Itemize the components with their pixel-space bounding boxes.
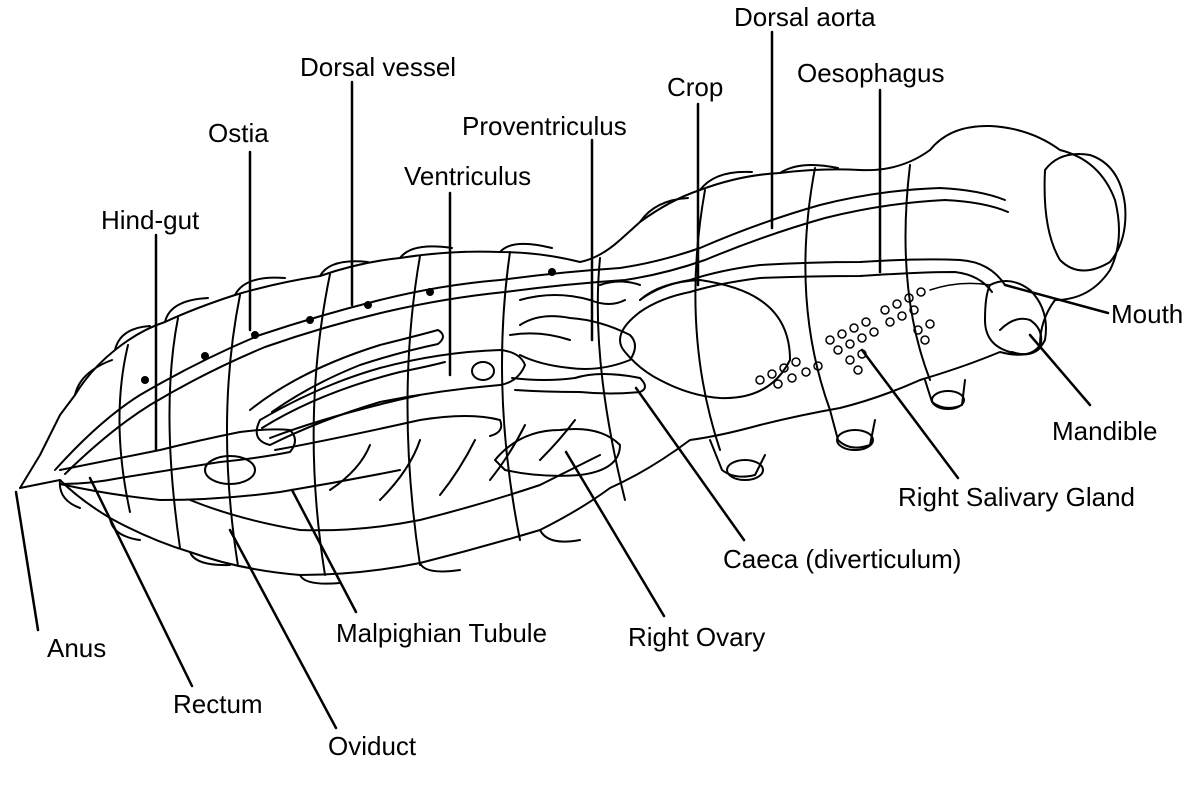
- label-dorsal-vessel: Dorsal vessel: [300, 52, 457, 82]
- hind-gut: [59, 428, 296, 485]
- ventriculus-lumen: [471, 361, 495, 381]
- ostium-7: [141, 376, 149, 384]
- leg-stub-1-end: [726, 459, 764, 481]
- ostium-5: [426, 288, 434, 296]
- label-malpighian-tubule: Malpighian Tubule: [336, 618, 548, 648]
- salivary-gland: [755, 282, 991, 389]
- ostium-1: [201, 352, 209, 360]
- label-mandible: Mandible: [1052, 416, 1158, 446]
- rectum-oviduct: [59, 454, 601, 532]
- ostium-2: [251, 331, 259, 339]
- ostium-4: [364, 301, 372, 309]
- proventriculus: [519, 315, 636, 370]
- dorsal-vessel-inner: [64, 199, 1009, 475]
- caeca: [509, 280, 646, 395]
- ovary: [494, 428, 621, 477]
- eye: [1043, 153, 1127, 272]
- label-dorsal-aorta: Dorsal aorta: [734, 2, 876, 32]
- mandible: [999, 317, 1043, 356]
- ostium-3: [306, 316, 314, 324]
- label-right-salivary-gland: Right Salivary Gland: [898, 482, 1135, 512]
- label-mouth: Mouth: [1111, 299, 1184, 329]
- label-rectum: Rectum: [173, 689, 263, 719]
- label-oviduct: Oviduct: [328, 731, 417, 761]
- ovary-lobe: [204, 455, 256, 485]
- label-oesophagus: Oesophagus: [797, 58, 945, 88]
- dorsal-segments: [74, 163, 839, 396]
- ostium-6: [548, 268, 556, 276]
- label-ventriculus: Ventriculus: [404, 161, 532, 191]
- malpighian-fans: [329, 419, 576, 501]
- label-anus: Anus: [47, 633, 107, 663]
- label-caeca: Caeca (diverticulum): [723, 544, 962, 574]
- head-outline: [929, 124, 1120, 357]
- leg-stub-1: [709, 439, 766, 478]
- ventriculus: [255, 349, 526, 446]
- leader-lines: [14, 30, 1110, 730]
- segment-bands: [118, 164, 931, 576]
- label-right-ovary: Right Ovary: [628, 622, 766, 652]
- label-proventriculus: Proventriculus: [462, 111, 627, 141]
- abdomen-lower-outline: [19, 355, 991, 576]
- ventral-segments: [58, 479, 581, 585]
- oesophagus-lower: [639, 271, 993, 313]
- malpighian-loops: [249, 329, 503, 451]
- label-ostia: Ostia: [208, 118, 269, 148]
- leg-stub-2-end: [836, 429, 874, 451]
- label-hind-gut: Hind-gut: [101, 205, 200, 235]
- leg-stub-3-end: [931, 390, 965, 410]
- label-crop: Crop: [667, 72, 724, 102]
- dorsal-vessel: [54, 187, 1006, 471]
